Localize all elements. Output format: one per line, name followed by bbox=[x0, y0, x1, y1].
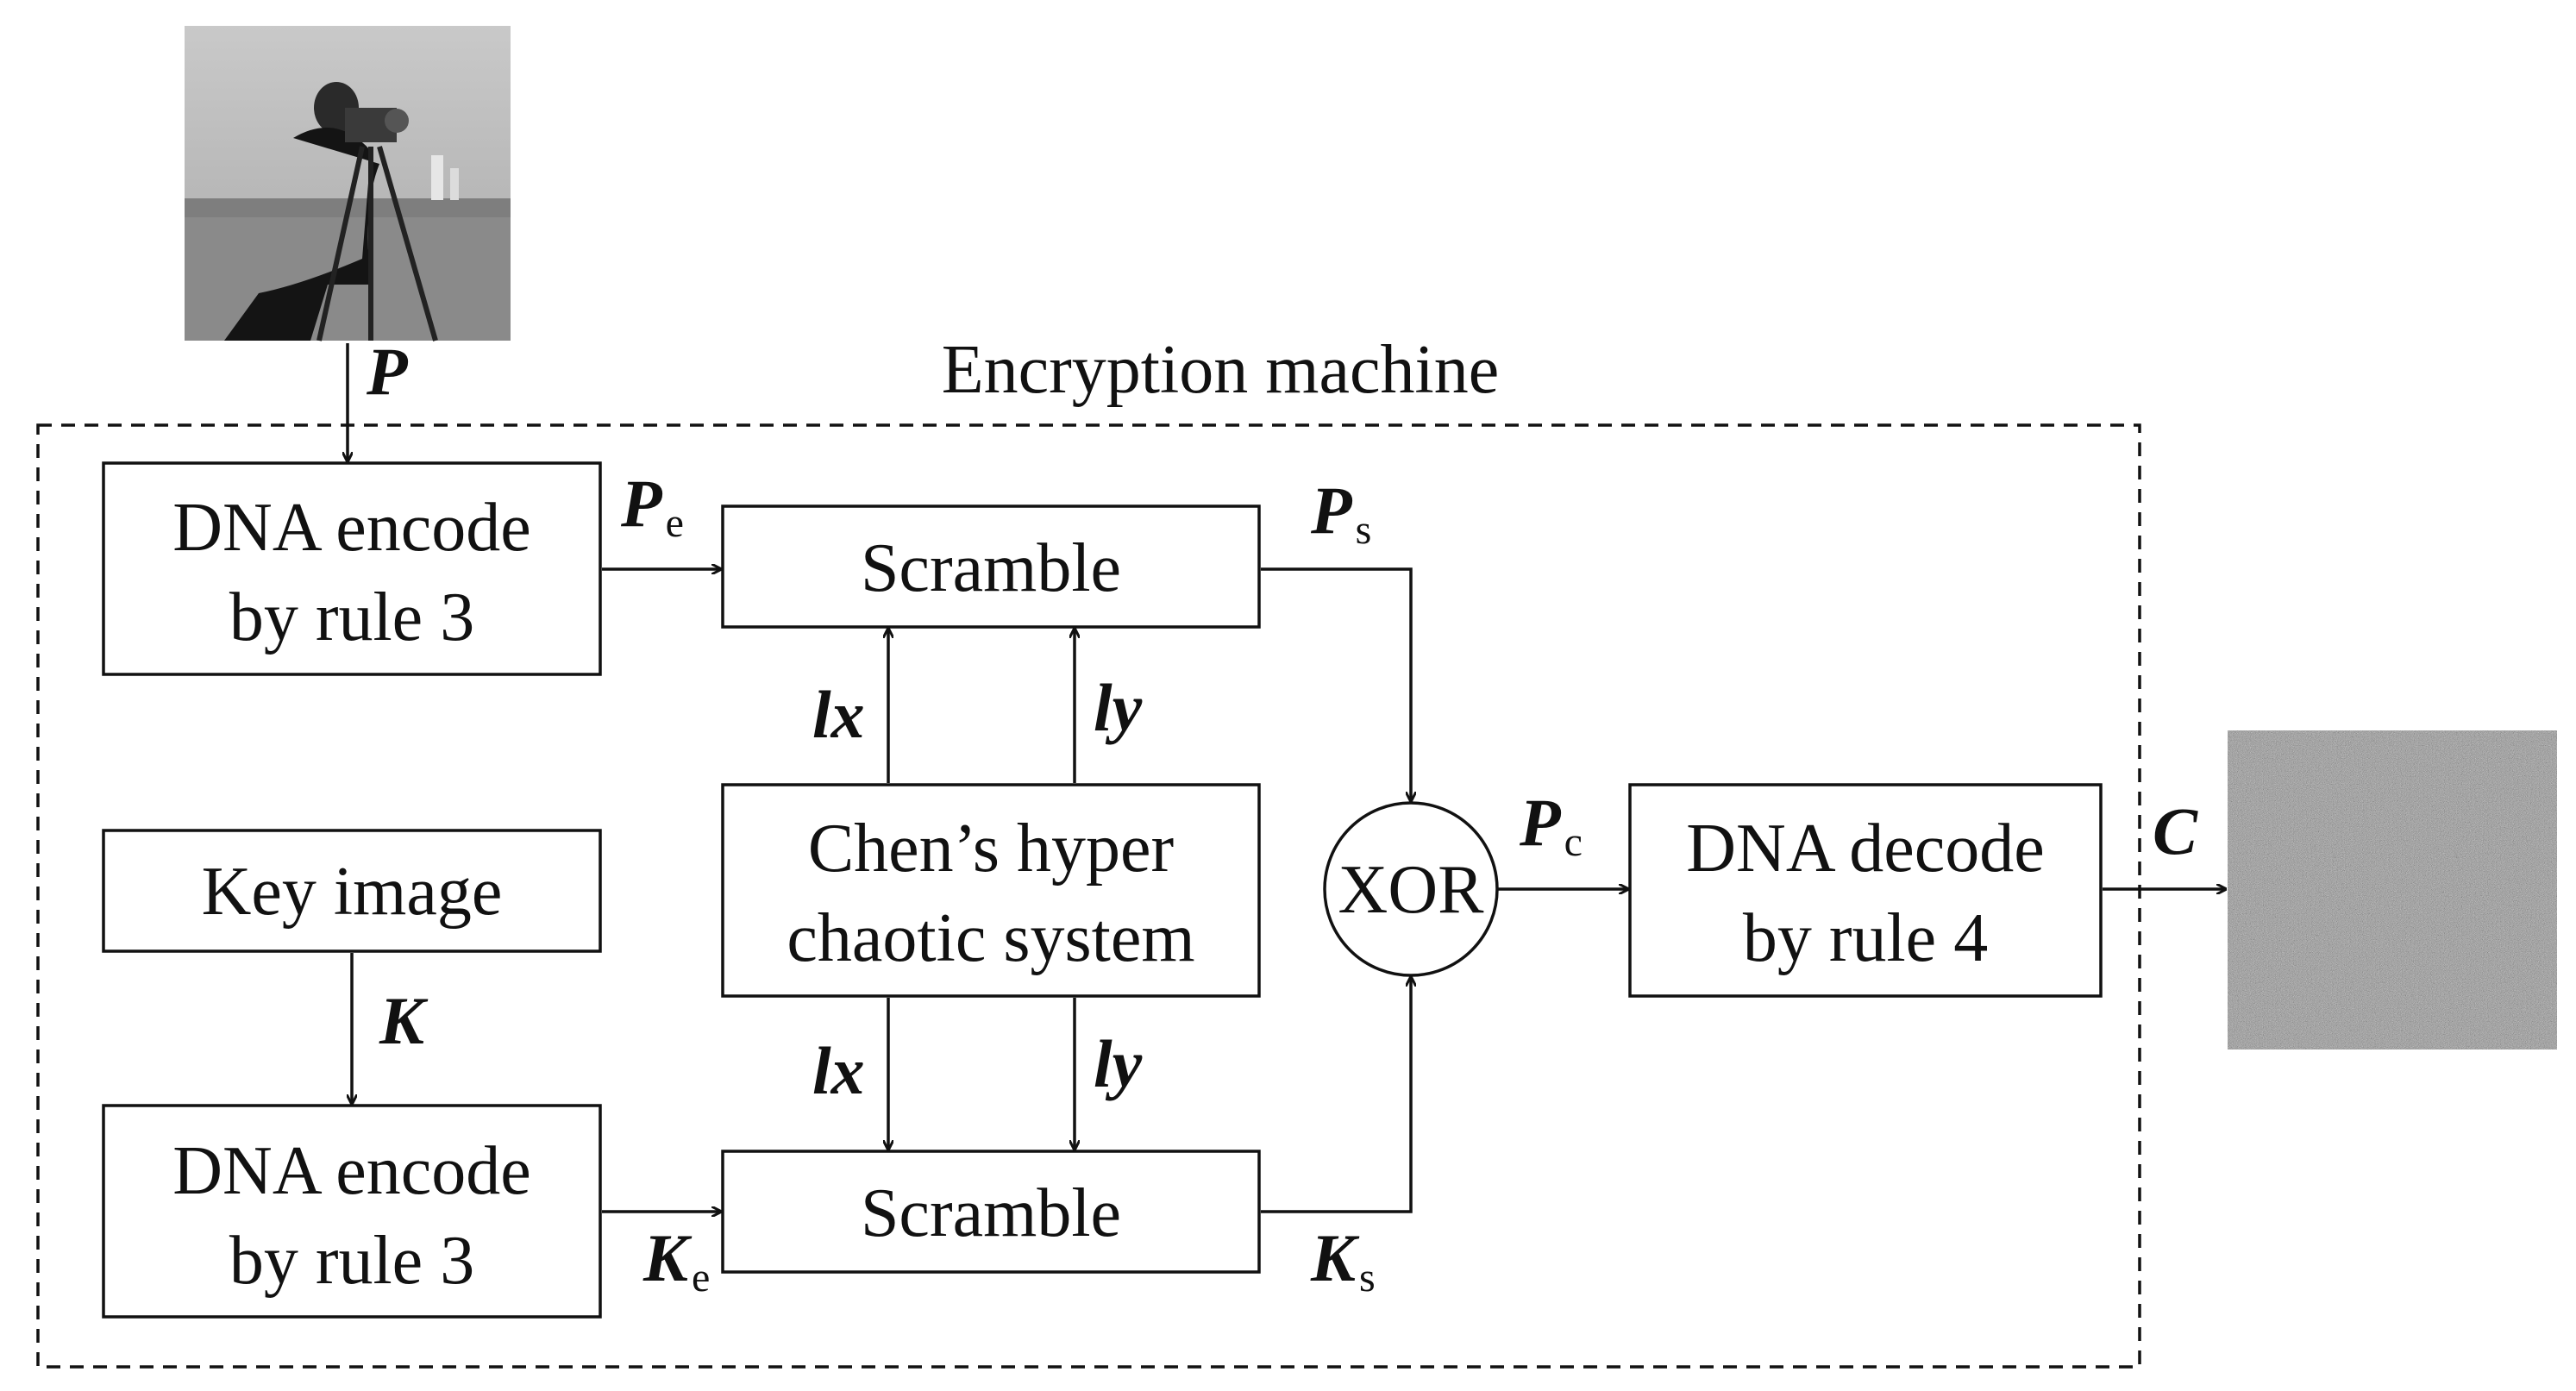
signal-c: C bbox=[2153, 793, 2198, 868]
dna-encode-p-line1: DNA encode bbox=[172, 490, 530, 566]
dna-encode-p-block: DNA encode by rule 3 bbox=[102, 461, 602, 676]
dna-decode-line2: by rule 4 bbox=[1743, 900, 1988, 976]
signal-lx-top: lx bbox=[812, 677, 865, 752]
signal-p: P bbox=[366, 334, 409, 409]
dna-decode-line1: DNA decode bbox=[1686, 811, 2044, 887]
signal-pe: Pe bbox=[620, 466, 684, 546]
signal-ke: Ke bbox=[642, 1220, 710, 1300]
signal-k: K bbox=[379, 983, 429, 1058]
scramble-top-label: Scramble bbox=[861, 530, 1121, 606]
signal-ks: Ks bbox=[1310, 1220, 1376, 1300]
cipher-image bbox=[2228, 730, 2557, 1050]
key-image-label: Key image bbox=[202, 854, 503, 930]
scramble-top-block: Scramble bbox=[721, 504, 1261, 629]
scramble-bottom-block: Scramble bbox=[721, 1150, 1261, 1274]
dna-encode-p-line2: by rule 3 bbox=[229, 580, 474, 655]
dna-encode-k-line2: by rule 3 bbox=[229, 1223, 474, 1299]
chen-system-line1: Chen’s hyper bbox=[808, 811, 1174, 887]
diagram-title: Encryption machine bbox=[942, 332, 1499, 408]
dna-decode-block: DNA decode by rule 4 bbox=[1628, 783, 2103, 998]
xor-node: XOR bbox=[1323, 801, 1499, 977]
signal-ly-top: ly bbox=[1094, 670, 1143, 745]
arrow-ks bbox=[1261, 977, 1411, 1213]
encryption-machine-boundary bbox=[36, 423, 2141, 1369]
dna-encode-k-block: DNA encode by rule 3 bbox=[102, 1104, 602, 1319]
chen-system-block: Chen’s hyper chaotic system bbox=[721, 783, 1261, 998]
signal-lx-bottom: lx bbox=[812, 1033, 865, 1108]
arrow-ps bbox=[1261, 567, 1411, 801]
signal-ly-bottom: ly bbox=[1094, 1026, 1143, 1101]
plain-image bbox=[185, 26, 511, 341]
scramble-bottom-label: Scramble bbox=[861, 1175, 1121, 1251]
signal-pc: Pc bbox=[1519, 785, 1583, 865]
signal-ps: Ps bbox=[1310, 473, 1371, 553]
xor-label: XOR bbox=[1338, 852, 1485, 928]
key-image-block: Key image bbox=[102, 829, 602, 953]
chen-system-line2: chaotic system bbox=[787, 900, 1194, 976]
dna-encode-k-line1: DNA encode bbox=[172, 1133, 530, 1209]
